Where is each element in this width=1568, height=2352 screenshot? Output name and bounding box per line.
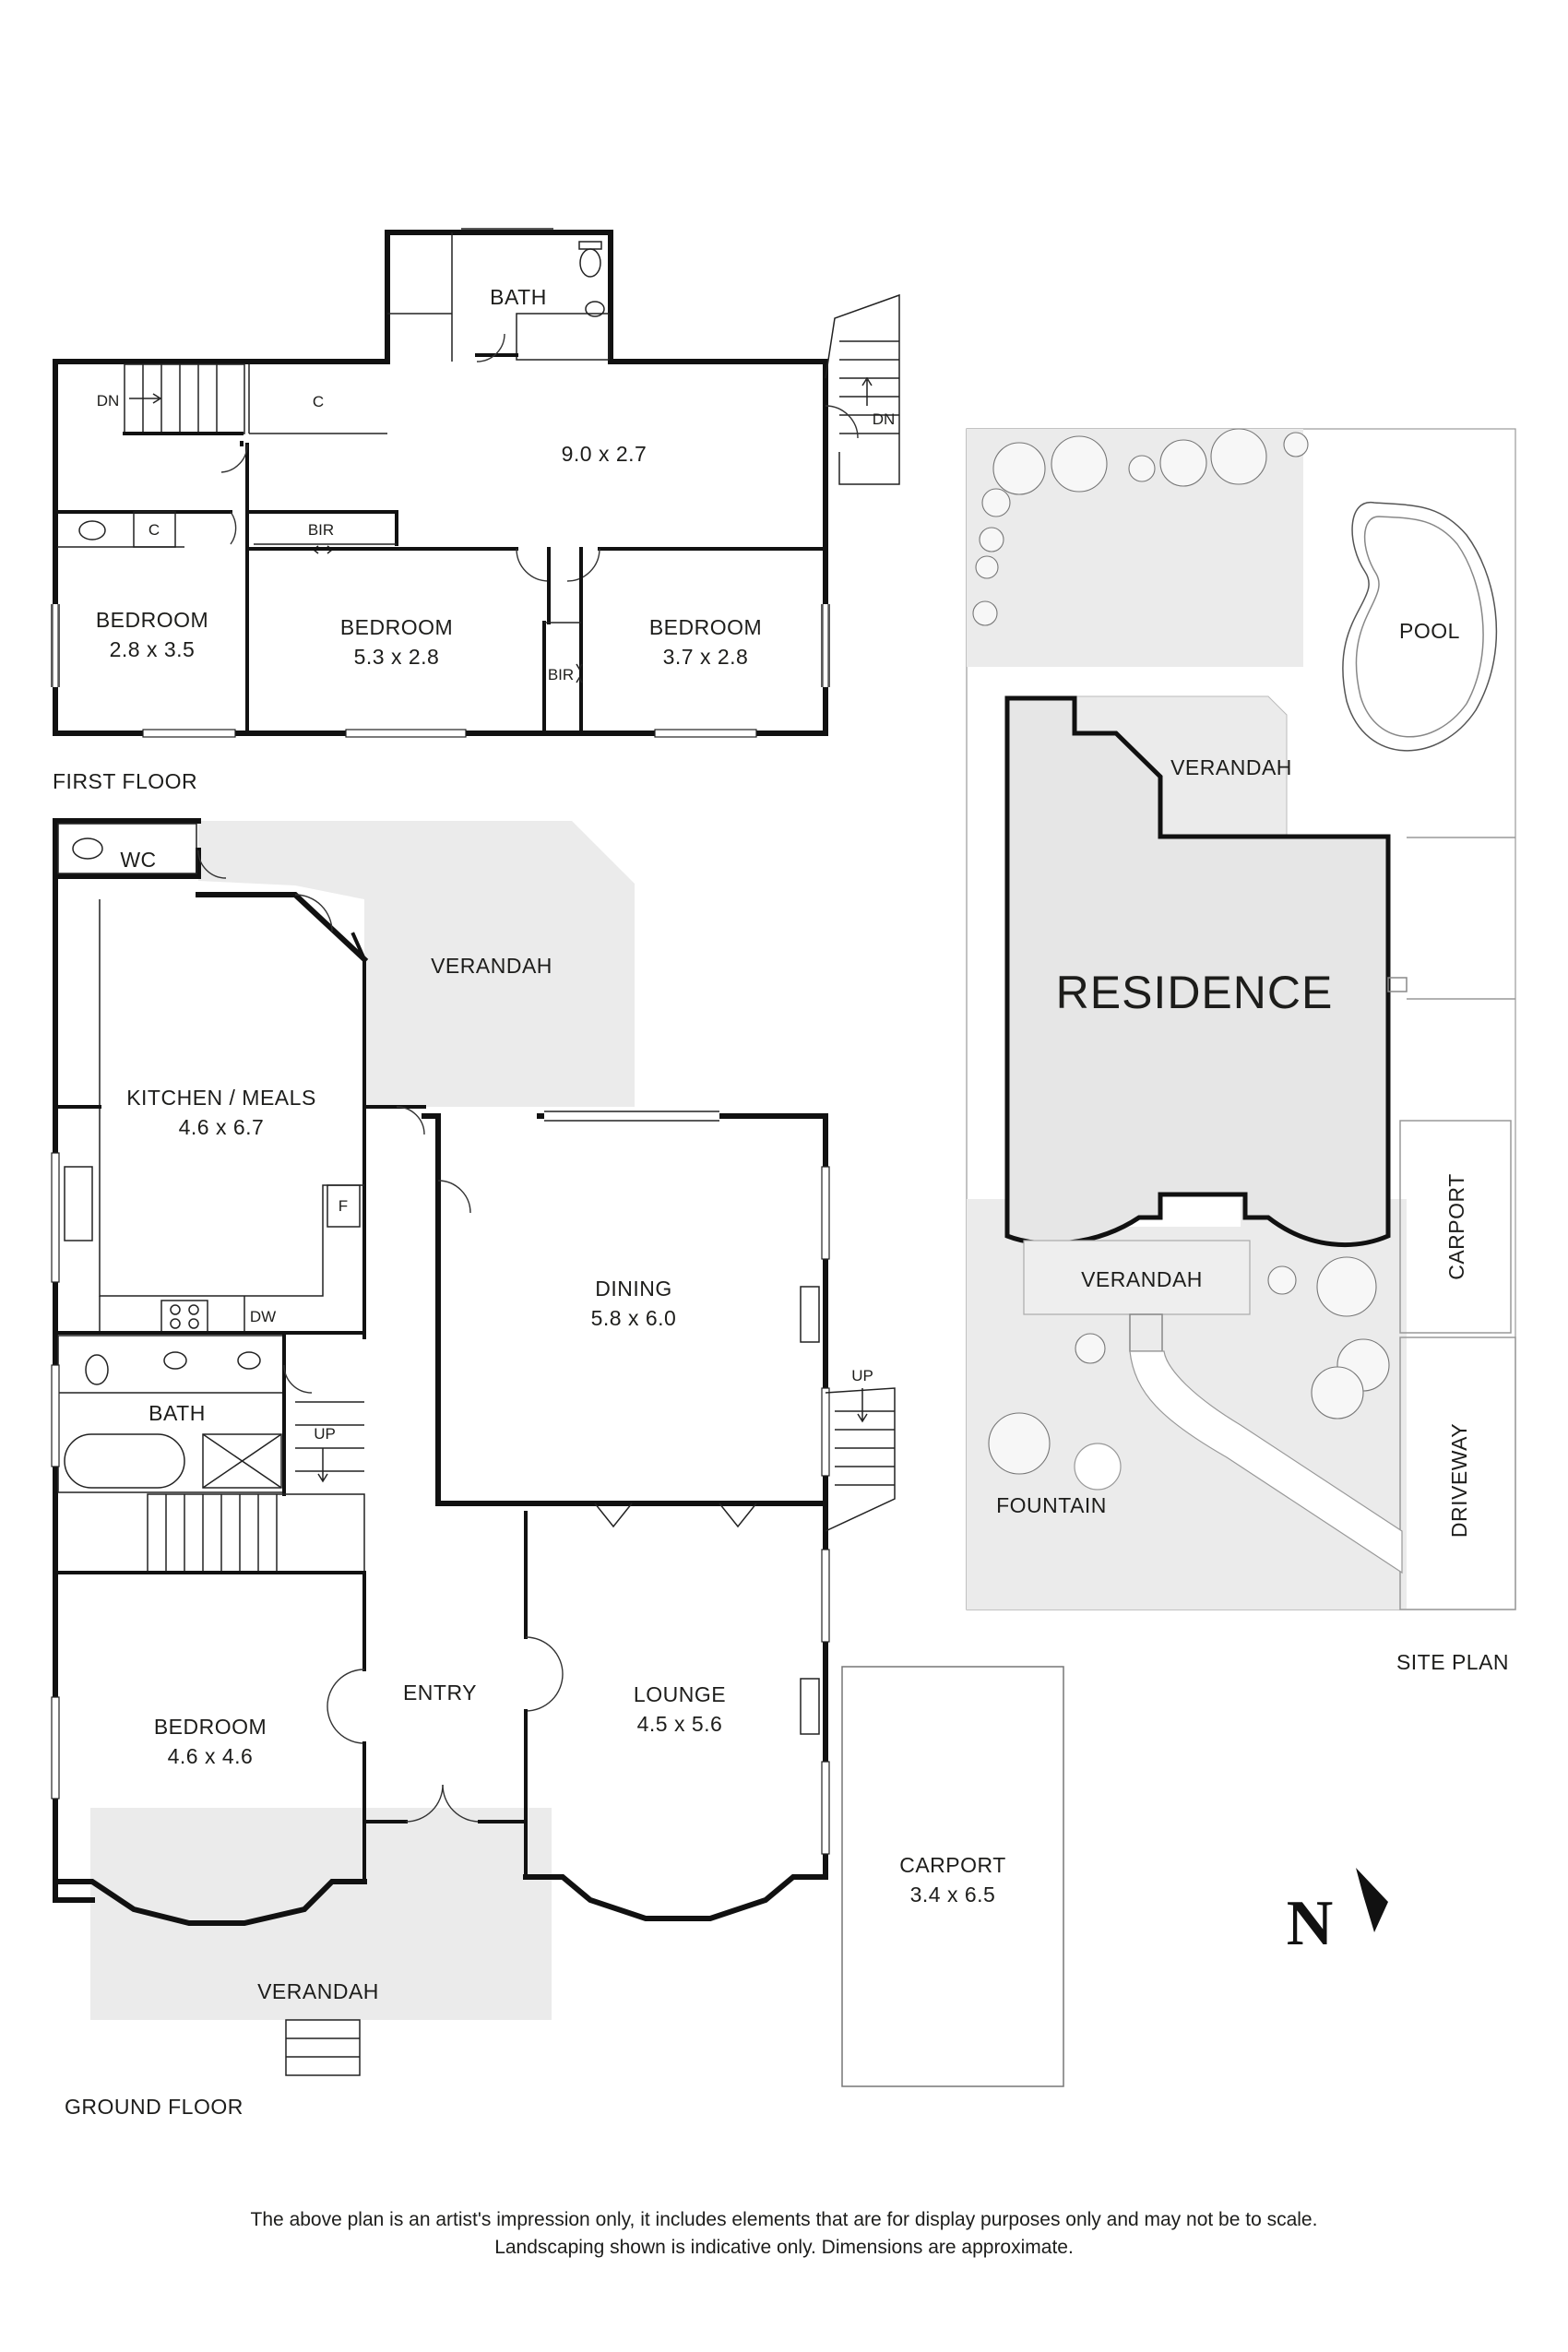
fp-cupboard-small-label: C (148, 521, 160, 539)
north-arrow-icon (1356, 1868, 1388, 1932)
ground-floor-title: GROUND FLOOR (65, 2095, 244, 2119)
gf-dining-name: DINING (595, 1277, 672, 1301)
fp-bedroom-a-name: BEDROOM (96, 608, 208, 632)
site-plan-title: SITE PLAN (1396, 1650, 1509, 1674)
site-fountain-label: FOUNTAIN (996, 1493, 1107, 1517)
fp-cupboard-label: C (313, 393, 324, 410)
site-plan: RESIDENCE POOL VERANDAH VERANDAH FOUNTAI… (966, 428, 1516, 1674)
fp-bedroom-b-name: BEDROOM (340, 615, 453, 639)
gf-bedroom-dim: 4.6 x 4.6 (168, 1744, 254, 1768)
gf-fridge-label: F (339, 1197, 348, 1215)
gf-verandah-rear-label: VERANDAH (431, 954, 552, 978)
fp-bir-label-2: BIR (548, 666, 574, 683)
disclaimer-line-2: Landscaping shown is indicative only. Di… (494, 2237, 1074, 2258)
north-arrow-label: N (1287, 1888, 1334, 1959)
fp-stairs-down-label: DN (97, 392, 120, 410)
fp-bedroom-c-name: BEDROOM (649, 615, 762, 639)
fp-ext-stairs-down-label: DN (873, 410, 896, 428)
site-residence-label: RESIDENCE (1056, 967, 1334, 1018)
north-arrow: N (1287, 1868, 1388, 1959)
fp-bath-label: BATH (490, 285, 547, 309)
gf-bedroom-name: BEDROOM (154, 1715, 267, 1739)
gf-ext-stairs-up-label: UP (851, 1367, 873, 1384)
gf-bath-label: BATH (148, 1401, 206, 1425)
fp-bedroom-b-dim: 5.3 x 2.8 (354, 645, 440, 669)
first-floor-plan: BATH 9.0 x 2.7 C C BIR BIR DN DN BEDROOM… (51, 228, 900, 793)
gf-wc-label: WC (120, 848, 156, 872)
site-verandah-rear-label: VERANDAH (1170, 755, 1292, 779)
site-carport-label: CARPORT (1444, 1173, 1468, 1280)
fp-bedroom-c-dim: 3.7 x 2.8 (663, 645, 749, 669)
gf-lounge-name: LOUNGE (634, 1682, 726, 1706)
gf-verandah-front-label: VERANDAH (257, 1979, 379, 2003)
first-floor-title: FIRST FLOOR (53, 769, 197, 793)
disclaimer-line-1: The above plan is an artist's impression… (251, 2209, 1318, 2230)
gf-lounge-dim: 4.5 x 5.6 (637, 1712, 723, 1736)
gf-carport-name: CARPORT (899, 1853, 1006, 1877)
gf-dining-dim: 5.8 x 6.0 (591, 1306, 677, 1330)
ground-floor-plan: WC VERANDAH KITCHEN / MEALS 4.6 x 6.7 F … (51, 818, 1064, 2119)
fp-bedroom-a-dim: 2.8 x 3.5 (110, 637, 196, 661)
gf-kitchen-name: KITCHEN / MEALS (126, 1086, 316, 1110)
fp-landing-dim: 9.0 x 2.7 (562, 442, 647, 466)
gf-dishwasher-label: DW (250, 1308, 276, 1325)
site-verandah-front-label: VERANDAH (1081, 1267, 1203, 1291)
gf-carport-dim: 3.4 x 6.5 (910, 1883, 996, 1907)
trees-icon (972, 428, 1390, 1475)
site-pool-label: POOL (1399, 619, 1460, 643)
gf-entry-label: ENTRY (403, 1681, 477, 1705)
site-driveway-label: DRIVEWAY (1447, 1423, 1471, 1538)
fp-bir-label: BIR (308, 521, 334, 539)
gf-stairs-up-label: UP (314, 1425, 336, 1443)
gf-kitchen-dim: 4.6 x 6.7 (179, 1115, 265, 1139)
